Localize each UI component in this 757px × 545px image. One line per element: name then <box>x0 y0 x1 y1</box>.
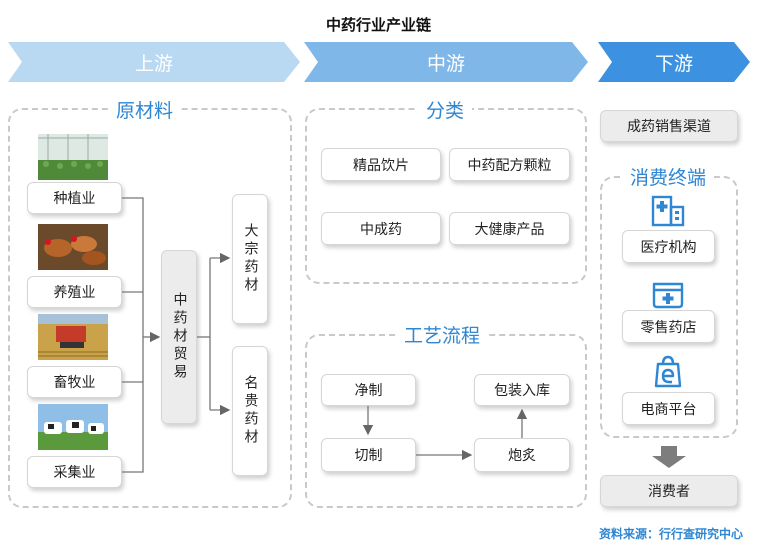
consumer-box: 消费者 <box>600 475 738 507</box>
herb-trade-box: 中药材贸易 <box>161 250 197 424</box>
ecommerce-bag-icon <box>649 354 687 390</box>
category-health-products: 大健康产品 <box>449 212 570 245</box>
category-patent-medicine: 中成药 <box>321 212 441 245</box>
cows-photo <box>38 404 108 450</box>
category-decoction-pieces: 精品饮片 <box>321 148 441 181</box>
terminal-pharmacy: 零售药店 <box>622 310 715 343</box>
medicine-box-icon <box>649 275 687 311</box>
downstream-arrow-shape <box>598 42 750 82</box>
greenhouse-photo <box>38 134 108 180</box>
midstream-arrow-shape <box>304 42 588 82</box>
source-planting: 种植业 <box>27 182 122 214</box>
chickens-photo <box>38 224 108 270</box>
terminal-ecommerce: 电商平台 <box>622 392 715 425</box>
bulk-herb-box: 大宗药材 <box>232 194 268 324</box>
midstream-label: 中游 <box>426 52 465 75</box>
step-cutting: 切制 <box>321 438 416 472</box>
terminal-hospital: 医疗机构 <box>622 230 715 263</box>
upstream-banner: 上游 <box>8 42 300 82</box>
downstream-banner: 下游 <box>598 42 750 82</box>
herb-trade-label: 中药材贸易 <box>171 292 188 382</box>
source-gathering: 采集业 <box>27 456 122 488</box>
sales-channel-box: 成药销售渠道 <box>600 110 738 142</box>
diagram-title: 中药行业产业链 <box>325 16 431 34</box>
upstream-connectors <box>122 197 231 473</box>
upstream-label: 上游 <box>134 52 173 75</box>
process-arrows <box>362 406 528 461</box>
raw-material-title: 原材料 <box>108 96 182 123</box>
upstream-arrow-shape <box>8 42 300 82</box>
category-formula-granules: 中药配方颗粒 <box>449 148 570 181</box>
bulk-herb-label: 大宗药材 <box>242 223 259 295</box>
category-panel <box>305 108 587 284</box>
down-arrow-icon <box>652 446 686 468</box>
step-packaging: 包装入库 <box>474 374 570 406</box>
harvest-photo <box>38 314 108 360</box>
downstream-label: 下游 <box>654 52 693 75</box>
precious-herb-label: 名贵药材 <box>242 375 259 447</box>
midstream-banner: 中游 <box>304 42 588 82</box>
source-livestock: 畜牧业 <box>27 366 122 398</box>
terminal-title: 消费终端 <box>622 163 715 190</box>
category-title: 分类 <box>418 96 473 123</box>
hospital-icon <box>649 192 687 228</box>
step-roasting: 炮炙 <box>474 438 570 472</box>
source-note: 资料来源：行行查研究中心 <box>598 527 743 541</box>
precious-herb-box: 名贵药材 <box>232 346 268 476</box>
source-breeding: 养殖业 <box>27 276 122 308</box>
step-cleaning: 净制 <box>321 374 416 406</box>
process-title: 工艺流程 <box>396 321 489 348</box>
